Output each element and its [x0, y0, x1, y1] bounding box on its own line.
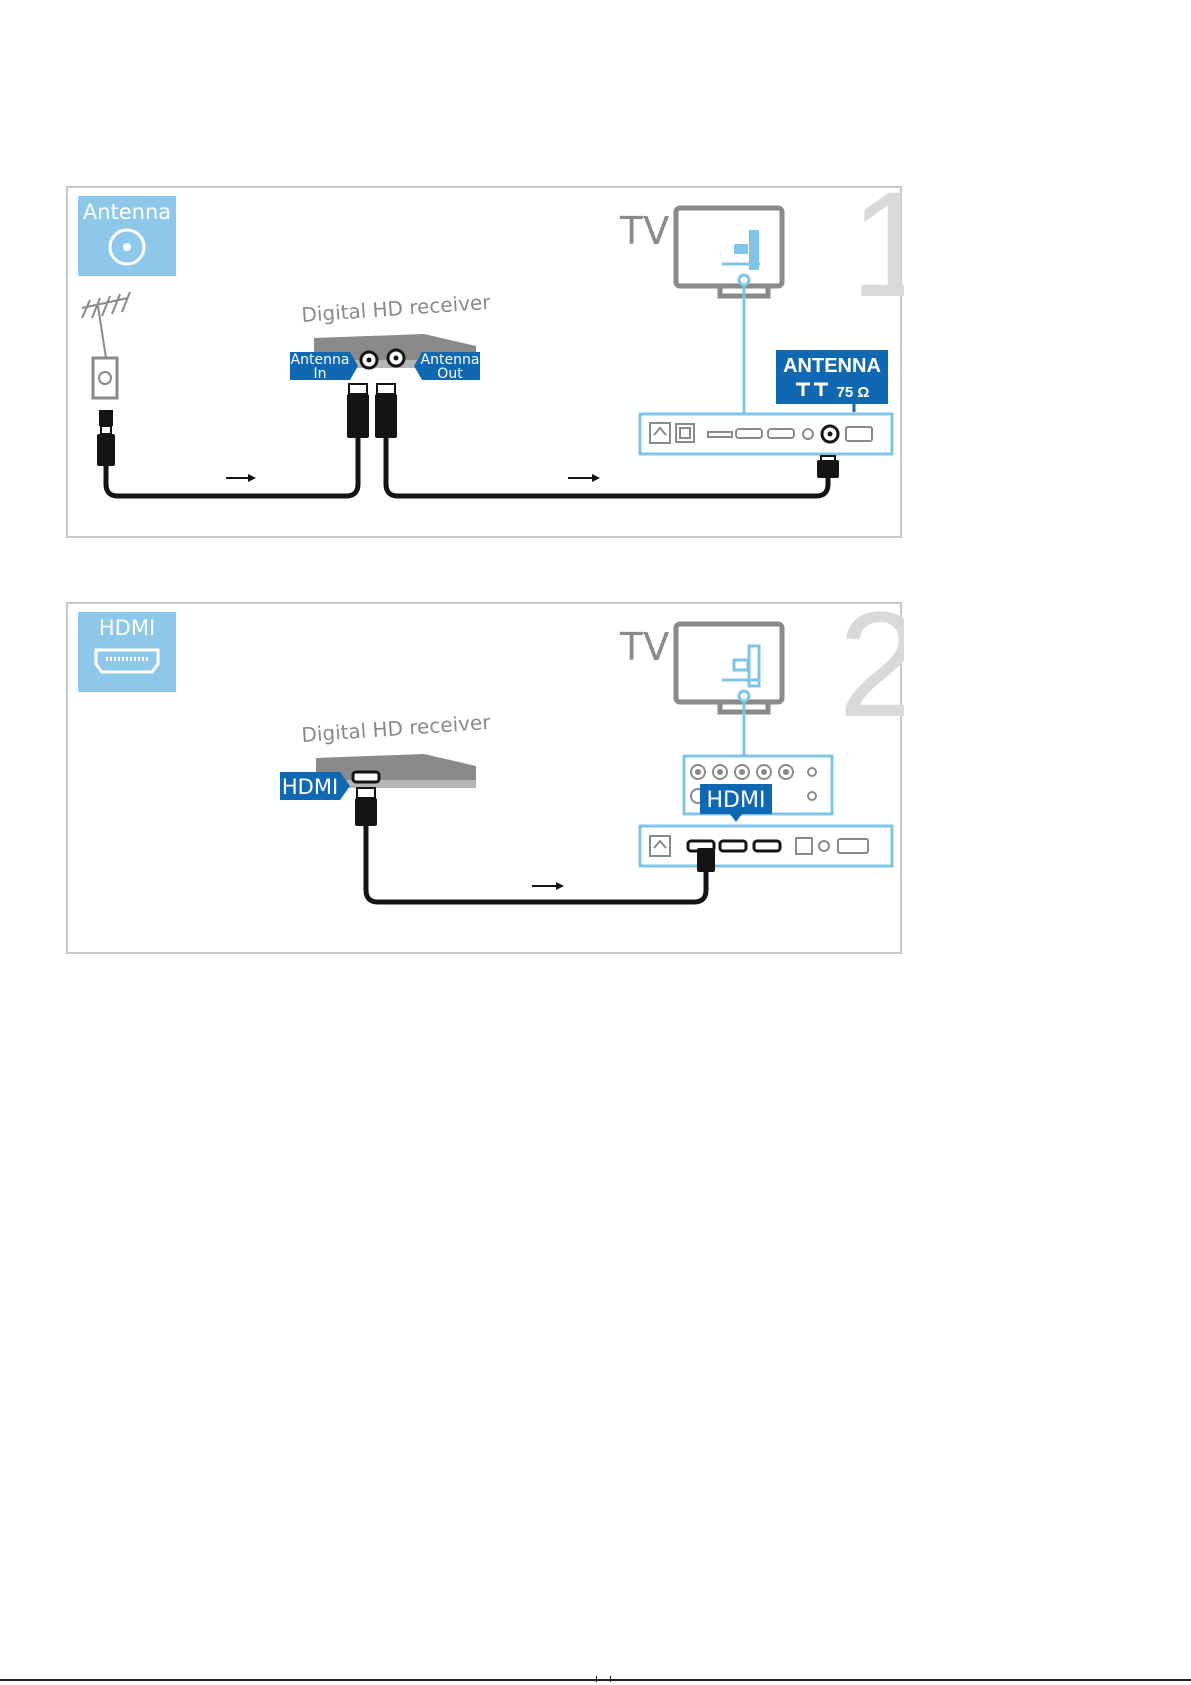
- diagram-panel-antenna: 1 Antenna TV ANTENNA 75 Ω: [66, 186, 902, 538]
- tv-antenna-port-label: ANTENNA 75 Ω: [776, 350, 888, 412]
- receiver-hdmi-text: HDMI: [282, 775, 338, 799]
- wall-socket-icon: [93, 358, 117, 398]
- antenna-out-line2: Out: [437, 366, 463, 382]
- page-bottom-rule: [0, 1679, 1191, 1681]
- antenna-connection-diagram: 1 Antenna TV ANTENNA 75 Ω: [68, 188, 904, 540]
- step-number: 2: [838, 604, 904, 748]
- receiver-hdmi-label: HDMI: [280, 772, 350, 800]
- tv-label: TV: [619, 209, 669, 253]
- antenna-cable-1: [97, 384, 369, 496]
- tv-icon: [676, 624, 782, 712]
- tv-connector-panel: [640, 414, 892, 454]
- diagram-panel-hdmi: 2 HDMI TV: [66, 602, 902, 954]
- antenna-badge-label: Antenna: [83, 200, 171, 224]
- tv-rear-connector-panel: [640, 826, 892, 866]
- antenna-in-line2: In: [313, 366, 326, 382]
- tv-antenna-port-text: ANTENNA: [783, 355, 881, 377]
- tv-hdmi-port-text: HDMI: [707, 788, 766, 813]
- receiver-label: Digital HD receiver: [301, 710, 492, 747]
- hdmi-badge-label: HDMI: [99, 616, 155, 640]
- tv-antenna-impedance: 75 Ω: [837, 384, 870, 401]
- step-number: 1: [850, 188, 904, 328]
- tv-label: TV: [619, 625, 669, 669]
- tv-icon: [676, 208, 782, 296]
- receiver-label: Digital HD receiver: [301, 290, 492, 327]
- hdmi-connection-diagram: 2 HDMI TV: [68, 604, 904, 956]
- antenna-out-label: Antenna Out: [414, 352, 480, 382]
- antenna-in-label: Antenna In: [290, 352, 358, 382]
- roof-antenna-icon: [82, 292, 130, 358]
- tv-hdmi-port-label: HDMI: [700, 784, 772, 822]
